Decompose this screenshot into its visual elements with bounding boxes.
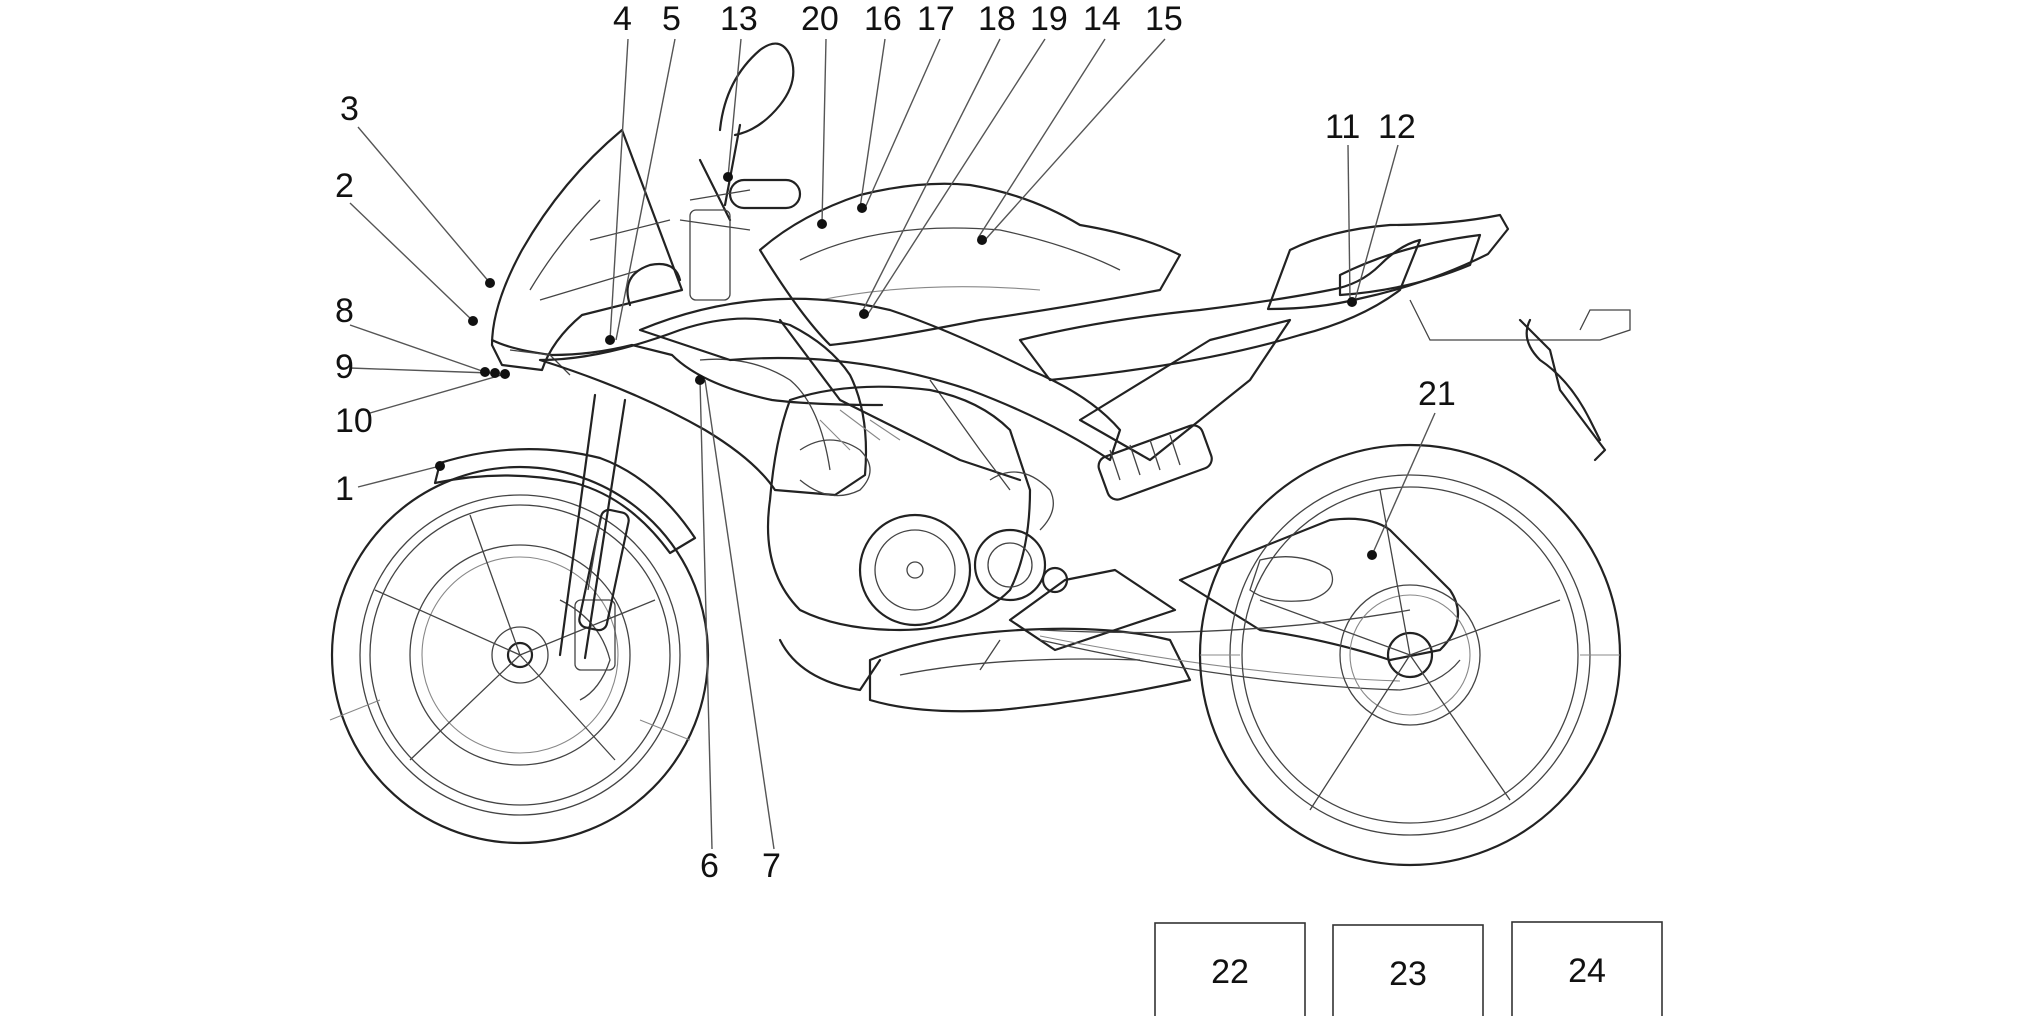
callout-labels: 1 2 3 4 5 6 7 8 9 10 11 12 13 14 15 16 1… <box>335 0 1456 885</box>
callout-2: 2 <box>335 167 354 205</box>
license-bracket <box>1518 318 1607 462</box>
callout-20: 20 <box>801 0 839 38</box>
leader-lines <box>349 38 1436 850</box>
handlebar-mirror <box>679 42 802 301</box>
side-fairing-panel <box>538 317 868 497</box>
reference-box-22: 22 <box>1154 922 1306 1016</box>
subframe <box>1078 318 1292 462</box>
reference-box-23: 23 <box>1332 924 1484 1016</box>
callout-14: 14 <box>1083 0 1121 38</box>
front-fork <box>558 393 630 660</box>
engine <box>766 385 1054 632</box>
front-wheel <box>329 465 710 845</box>
callout-18: 18 <box>978 0 1016 38</box>
callout-12: 12 <box>1378 108 1416 146</box>
callout-7: 7 <box>762 847 781 885</box>
callout-1: 1 <box>335 470 354 508</box>
callout-4: 4 <box>613 0 632 38</box>
front-fairing <box>490 128 884 407</box>
callout-dots <box>435 172 1377 560</box>
callout-5: 5 <box>662 0 681 38</box>
callout-10: 10 <box>335 402 373 440</box>
main-frame <box>638 297 1122 491</box>
tail-section <box>1266 213 1631 442</box>
callout-11: 11 <box>1325 108 1360 146</box>
callout-13: 13 <box>720 0 758 38</box>
reference-box-24: 24 <box>1511 921 1663 1016</box>
callout-3: 3 <box>340 90 359 128</box>
drive-chain <box>1039 609 1461 691</box>
reference-box-24-label: 24 <box>1568 952 1606 990</box>
callout-21: 21 <box>1418 375 1456 413</box>
reference-box-22-label: 22 <box>1211 953 1249 991</box>
seat <box>1018 238 1422 382</box>
front-fender <box>433 448 697 555</box>
motorcycle-drawing <box>329 42 1631 867</box>
rear-wheel <box>1198 443 1622 867</box>
callout-9: 9 <box>335 348 354 386</box>
fuel-tank <box>758 182 1182 347</box>
callout-17: 17 <box>917 0 955 38</box>
callout-19: 19 <box>1030 0 1068 38</box>
footpeg <box>979 566 1177 671</box>
callout-8: 8 <box>335 292 354 330</box>
callout-6: 6 <box>700 847 719 885</box>
exhaust <box>778 627 1192 713</box>
callout-16: 16 <box>864 0 902 38</box>
swingarm <box>1178 517 1460 662</box>
callout-15: 15 <box>1145 0 1183 38</box>
reference-boxes: 22 23 24 <box>1154 921 1663 1016</box>
reference-box-23-label: 23 <box>1389 955 1427 993</box>
rear-shock <box>1097 424 1213 501</box>
